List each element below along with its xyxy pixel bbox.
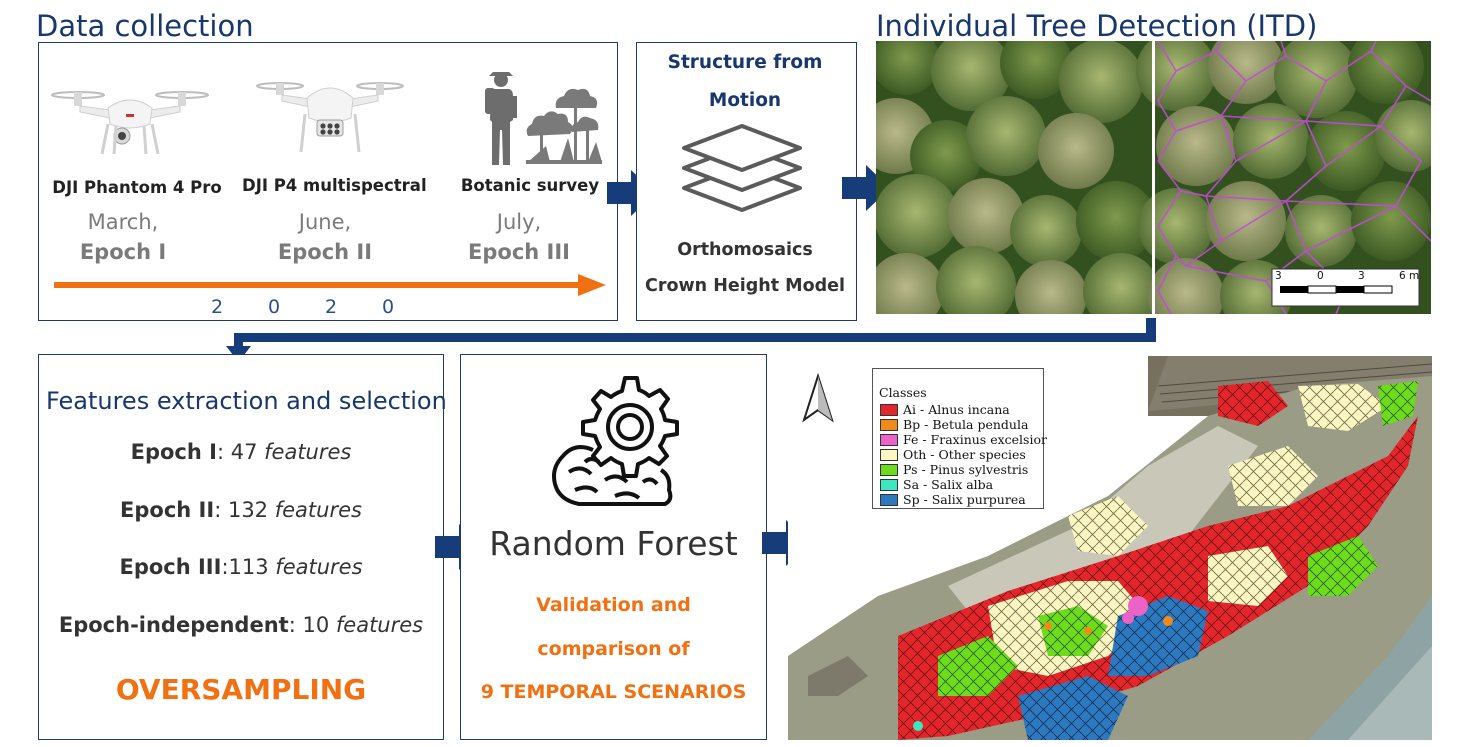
- epoch-month: June,: [298, 210, 352, 234]
- data-collection-title: Data collection: [36, 9, 254, 43]
- legend-item: Bp - Betula pendula: [880, 416, 1028, 432]
- validation-line-2: comparison of: [537, 638, 690, 660]
- brain-gear-icon: [552, 376, 679, 506]
- legend-item: Sa - Salix alba: [880, 476, 993, 492]
- legend-swatch: [880, 463, 898, 476]
- scale-label: 0: [1317, 270, 1324, 282]
- sfm-output-orthomosaics: Orthomosaics: [677, 240, 813, 260]
- legend-item: Oth - Other species: [880, 446, 1026, 462]
- random-forest-title: Random Forest: [489, 524, 738, 563]
- legend-swatch: [880, 403, 898, 416]
- legend-title: Classes: [879, 385, 927, 400]
- legend-item: Ai - Alnus incana: [880, 401, 1010, 417]
- device-name: DJI Phantom 4 Pro: [52, 178, 222, 197]
- itd-aerial-image: [876, 41, 1431, 314]
- map-legend: Classes Ai - Alnus incana Bp - Betula pe…: [872, 368, 1047, 509]
- legend-swatch: [880, 478, 898, 491]
- itd-title: Individual Tree Detection (ITD): [876, 9, 1318, 43]
- feature-count-epoch-3: Epoch III:113 features: [119, 555, 363, 579]
- device-name: Botanic survey: [460, 176, 600, 195]
- feature-count-epoch-independent: Epoch-independent: 10 features: [58, 613, 424, 637]
- feature-count-epoch-2: Epoch II: 132 features: [120, 498, 362, 522]
- north-arrow-icon: [802, 372, 834, 423]
- sfm-output-chm: Crown Height Model: [644, 276, 845, 296]
- validation-line-3: 9 TEMPORAL SCENARIOS: [480, 681, 747, 703]
- features-title: Features extraction and selection: [46, 387, 447, 415]
- legend-item: Ps - Pinus sylvestris: [880, 461, 1028, 477]
- layers-icon: [682, 124, 802, 212]
- year-digit: 0: [268, 296, 281, 318]
- feature-count-epoch-1: Epoch I: 47 features: [130, 440, 352, 464]
- scale-label: 3: [1275, 270, 1282, 282]
- epoch-month: July,: [496, 210, 542, 234]
- legend-swatch: [880, 448, 898, 461]
- legend-item: Sp - Salix purpurea: [880, 491, 1026, 507]
- sfm-title-line1: Structure from: [667, 52, 823, 73]
- year-digit: 2: [211, 296, 224, 318]
- timeline-arrow: [54, 274, 606, 296]
- drone-p4-multispectral-icon: [256, 82, 404, 153]
- legend-item: Fe - Fraxinus excelsior: [880, 431, 1047, 447]
- year-digit: 2: [325, 296, 338, 318]
- validation-line-1: Validation and: [536, 594, 691, 616]
- scale-label: 3: [1358, 270, 1365, 282]
- legend-swatch: [880, 433, 898, 446]
- epoch-label: Epoch I: [79, 240, 167, 264]
- epoch-label: Epoch III: [468, 240, 570, 264]
- device-name: DJI P4 multispectral: [242, 176, 427, 195]
- botanic-survey-icon: [485, 72, 602, 165]
- oversampling-label: OVERSAMPLING: [115, 673, 367, 706]
- legend-swatch: [880, 493, 898, 506]
- year-digit: 0: [382, 296, 395, 318]
- scale-label: 6 m: [1399, 270, 1420, 282]
- epoch-label: Epoch II: [277, 240, 373, 264]
- legend-swatch: [880, 418, 898, 431]
- drone-phantom-4-pro-icon: [51, 91, 209, 155]
- epoch-month: March,: [87, 210, 159, 234]
- features-box: [38, 354, 444, 740]
- scale-bar: [1271, 268, 1420, 307]
- random-forest-box: [460, 354, 767, 740]
- sfm-title-line2: Motion: [708, 90, 782, 111]
